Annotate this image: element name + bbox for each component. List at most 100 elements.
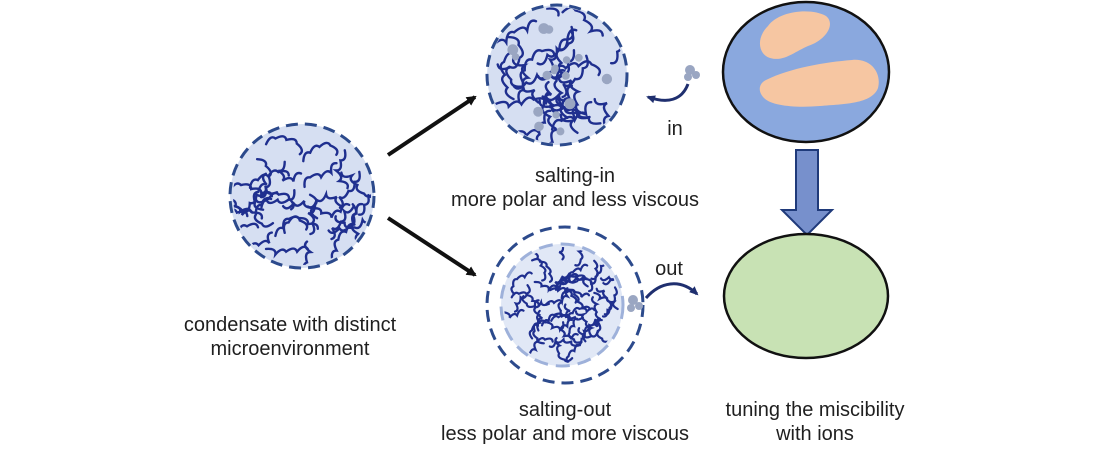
polymer-chain <box>548 337 580 348</box>
polymer-chain <box>564 343 581 363</box>
polymer-chain <box>310 202 351 219</box>
polymer-chain <box>532 319 547 345</box>
polymer-chain <box>282 215 319 234</box>
ion-particle <box>552 111 560 119</box>
condensate-droplet <box>228 122 376 270</box>
polymer-chain <box>241 185 279 214</box>
polymer-chain <box>252 172 268 211</box>
polymer-chain <box>248 169 290 189</box>
polymer-chain <box>233 192 253 215</box>
salting-out-droplet <box>485 225 645 385</box>
phase-separated-droplet <box>721 0 891 144</box>
polymer-chain <box>567 317 583 344</box>
polymer-chain <box>528 309 543 340</box>
polymer-chain <box>590 296 602 327</box>
ion-particle <box>538 23 550 34</box>
polymer-chain <box>535 109 552 143</box>
salting-in-title: salting-in <box>534 165 616 187</box>
polymer-chain <box>233 197 264 220</box>
polymer-chain <box>555 95 602 125</box>
orange-domain-upper <box>759 11 830 59</box>
condensate-caption-line2: microenvironment <box>210 338 370 360</box>
polymer-chain <box>357 183 371 216</box>
condensate-caption: condensate with distinct microenvironmen… <box>140 313 440 361</box>
polymer-chain <box>521 295 550 309</box>
polymer-chain <box>513 284 531 313</box>
ion-out-label: out <box>644 257 694 281</box>
polymer-chain <box>533 280 565 294</box>
polymer-chains-left <box>233 135 371 265</box>
polymer-chain <box>350 202 364 247</box>
salting-out-title: salting-out <box>518 399 612 421</box>
polymer-chain <box>496 35 524 71</box>
salting-in-description: more polar and less viscous <box>451 189 699 211</box>
salting-in-caption: salting-in more polar and less viscous <box>400 164 750 212</box>
polymer-chain <box>494 96 548 110</box>
ion-particle <box>507 44 519 56</box>
polymer-chain <box>547 29 575 74</box>
polymer-chain <box>561 272 589 288</box>
polymer-chain <box>338 170 361 209</box>
polymer-chain <box>538 128 558 143</box>
polymer-chain <box>499 51 516 101</box>
polymer-chain <box>264 135 304 156</box>
ion-particle <box>564 98 576 110</box>
polymer-chain <box>561 54 589 99</box>
polymer-chain <box>274 215 309 238</box>
polymer-chain <box>531 251 547 282</box>
ion-particle <box>533 106 544 117</box>
polymer-chain <box>552 60 602 77</box>
ion-particle <box>534 121 544 132</box>
block-arrow-down <box>779 149 835 237</box>
polymer-chain <box>510 271 533 296</box>
polymer-chain <box>306 189 344 209</box>
miscibility-caption: tuning the miscibility with ions <box>700 398 930 446</box>
mixed-droplet <box>722 232 890 360</box>
ion-particle <box>556 127 565 136</box>
polymer-chain <box>303 161 338 189</box>
polymer-chain <box>264 245 309 259</box>
ion-out-text: out <box>655 258 683 280</box>
ion-particle <box>562 56 571 64</box>
polymer-chain <box>559 321 579 340</box>
miscibility-caption-line1: tuning the miscibility <box>725 399 905 421</box>
ion-particle <box>542 70 552 80</box>
polymer-chain <box>253 196 275 228</box>
ion-in-text: in <box>667 118 683 140</box>
polymer-chain <box>492 19 538 47</box>
arrow-ion-in <box>646 83 690 104</box>
arrow-to-salting-out <box>386 216 477 277</box>
polymer-chain <box>519 48 556 85</box>
polymer-chain <box>332 149 350 190</box>
ion-entering-icon <box>684 65 700 81</box>
polymer-chain <box>566 288 591 311</box>
ion-particle <box>551 64 559 73</box>
polymer-chain <box>511 7 560 17</box>
arrow-to-salting-in <box>386 95 477 157</box>
polymer-chain <box>553 69 569 119</box>
polymer-chain <box>504 308 525 319</box>
polymer-chain <box>334 215 371 230</box>
polymer-chain <box>593 291 613 316</box>
polymer-chain <box>340 171 371 198</box>
ion-particle <box>561 71 570 80</box>
ion-particle <box>574 53 583 62</box>
ions-salting-in <box>507 23 613 136</box>
salting-out-description: less polar and more viscous <box>441 423 689 445</box>
polymer-chain <box>544 92 579 134</box>
polymer-chain <box>302 141 339 163</box>
orange-domain-lower <box>759 59 879 107</box>
polymer-chain <box>558 247 579 261</box>
polymer-chain <box>567 306 596 322</box>
polymer-chain <box>574 247 585 267</box>
ion-leaving-icon <box>627 295 643 312</box>
miscibility-caption-line2: with ions <box>776 423 854 445</box>
ion-in-label: in <box>660 117 690 141</box>
salting-out-caption: salting-out less polar and more viscous <box>400 398 730 446</box>
polymer-chain <box>281 200 319 220</box>
polymer-chain <box>550 100 593 131</box>
condensate-caption-line1: condensate with distinct <box>183 314 397 336</box>
polymer-chain <box>233 202 249 218</box>
salting-in-droplet <box>485 3 629 147</box>
